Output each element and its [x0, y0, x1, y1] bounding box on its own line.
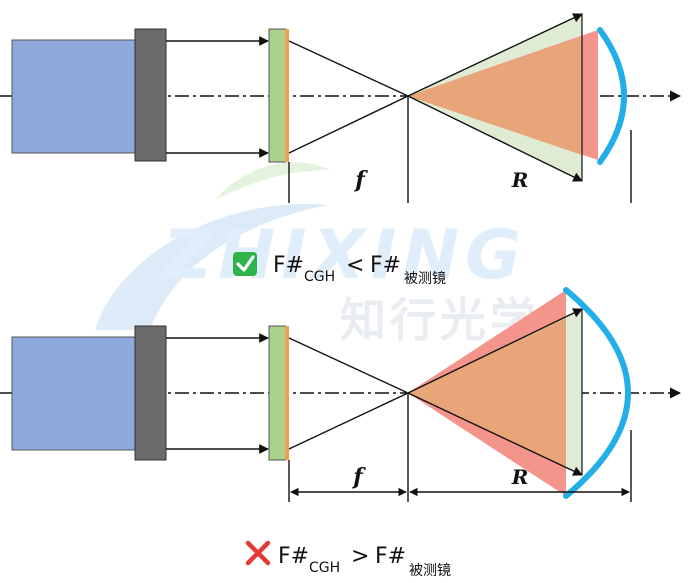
bottom-test-mirror — [563, 287, 631, 499]
bottom-formula-sub-left: CGH — [309, 560, 340, 576]
check-icon — [233, 252, 257, 276]
top-marginal-ray-lower — [407, 95, 583, 182]
top-cgh-coating — [285, 29, 289, 162]
watermark-swoosh-icon — [95, 203, 330, 330]
top-focal-label: f — [353, 167, 368, 193]
bottom-focal-label: f — [351, 464, 366, 490]
bottom-marginal-ray-lower — [407, 392, 583, 476]
bottom-formula: F# CGH > F# 被测镜 — [278, 544, 451, 579]
top-formula-fnum-left: F# — [273, 253, 304, 278]
bottom-interferometer-lens — [134, 325, 167, 461]
bottom-panel: f R F# CGH > F# 被测镜 — [0, 287, 682, 579]
bottom-ray-upper — [288, 337, 409, 394]
watermark: ZHIXING 知行光学 — [95, 162, 536, 347]
top-ray-lower — [288, 95, 409, 154]
bottom-cgh-plate — [268, 325, 287, 461]
top-radius-label: R — [511, 168, 529, 192]
watermark-leaf-icon — [215, 162, 330, 200]
top-interferometer-lens — [134, 28, 167, 162]
bottom-formula-fnum-right: F# — [375, 544, 406, 569]
top-test-mirror — [597, 27, 627, 165]
top-formula-fnum-right: F# — [370, 253, 401, 278]
top-panel: f R F# CGH < F# 被测镜 — [0, 13, 682, 287]
bottom-formula-sub-right: 被测镜 — [409, 563, 451, 579]
top-formula: F# CGH < F# 被测镜 — [273, 253, 446, 287]
bottom-radius-label: R — [511, 465, 529, 489]
top-formula-sub-right: 被测镜 — [404, 271, 446, 287]
top-cgh-plate — [268, 28, 287, 163]
bottom-cone-overlap — [408, 318, 566, 467]
watermark-latin-text: ZHIXING — [161, 216, 527, 295]
cross-icon — [245, 540, 271, 566]
bottom-interferometer-body — [11, 336, 137, 451]
bottom-marginal-ray-upper — [407, 308, 583, 394]
top-formula-operator: < — [346, 253, 364, 278]
bottom-formula-fnum-left: F# — [278, 544, 309, 569]
top-ray-upper — [288, 40, 409, 97]
top-marginal-ray-upper — [407, 13, 583, 97]
top-interferometer-body — [11, 39, 137, 154]
top-formula-sub-left: CGH — [304, 269, 335, 285]
bottom-formula-operator: > — [351, 544, 369, 569]
bottom-ray-lower — [288, 392, 409, 450]
bottom-cgh-coating — [285, 326, 289, 460]
top-cone-overlap — [408, 37, 582, 155]
